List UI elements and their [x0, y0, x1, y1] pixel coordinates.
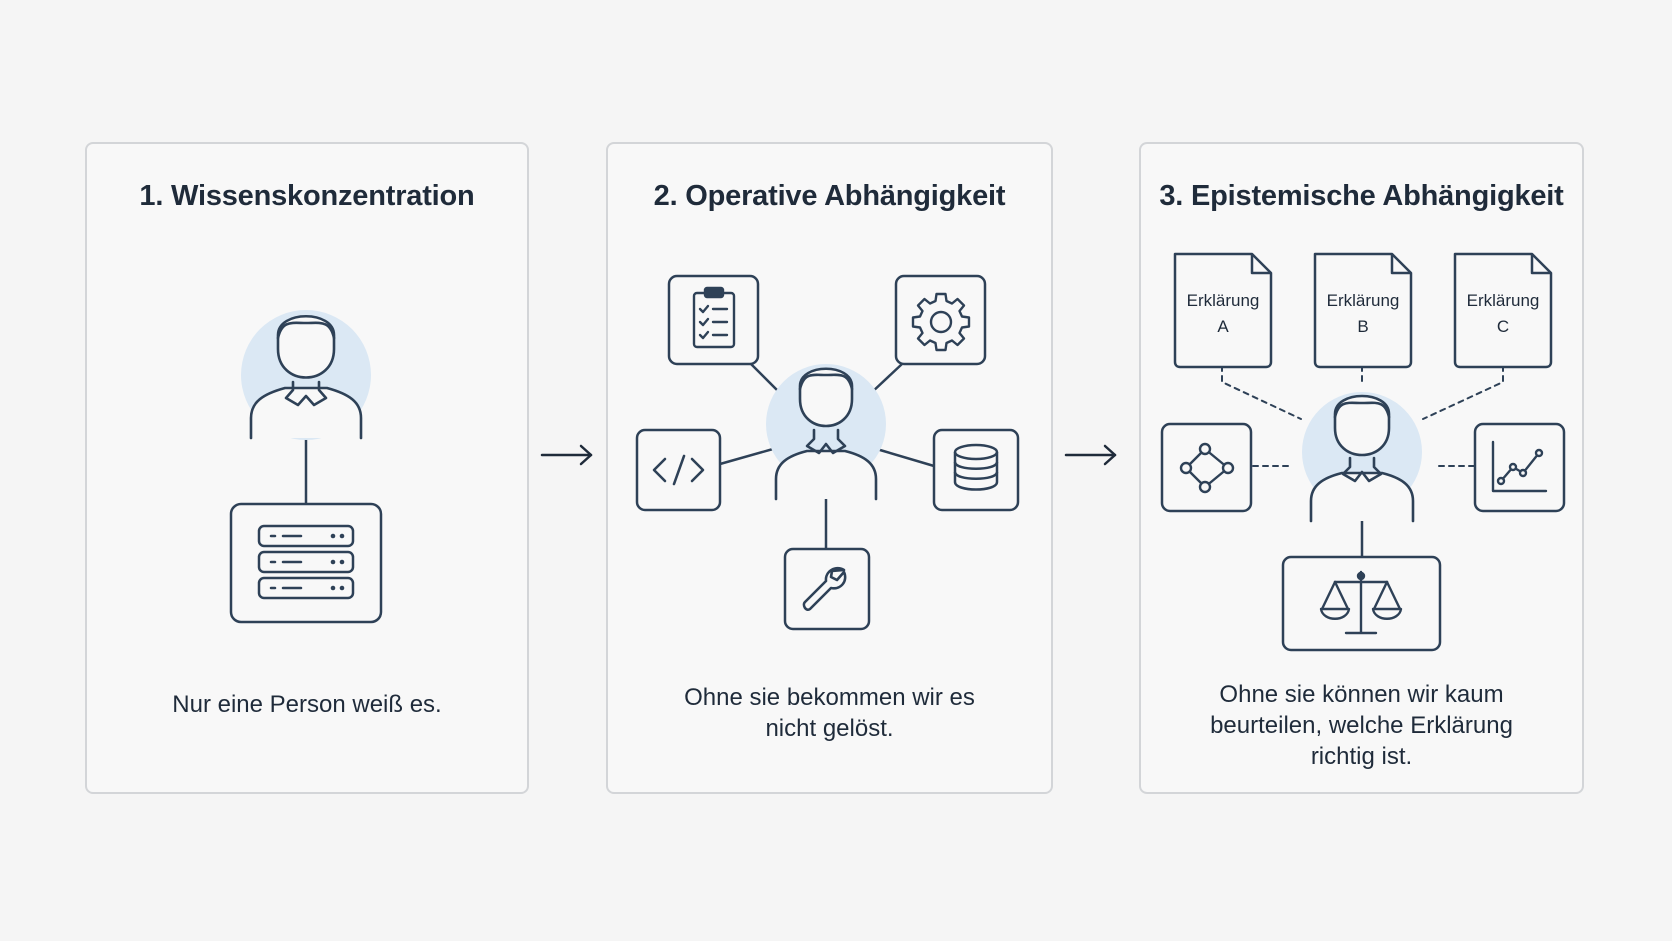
panel-title: 2. Operative Abhängigkeit	[653, 180, 1006, 212]
document-label: A	[1217, 317, 1229, 336]
panel-operative-dependency: 2. Operative Abhängigkeit	[606, 142, 1053, 794]
panel-title: 3. Epistemische Abhängigkeit	[1159, 180, 1564, 212]
gear-icon	[894, 274, 987, 366]
caption-line: richtig ist.	[1310, 743, 1413, 770]
clipboard-checklist-icon	[667, 274, 760, 366]
connector-line	[1221, 365, 1302, 420]
connector-line	[718, 447, 775, 466]
document-label: B	[1357, 317, 1368, 336]
panel-caption: Nur eine Person weiß es.	[107, 689, 507, 720]
arrow-right-icon	[1064, 444, 1117, 466]
document-icon: Erklärung C	[1453, 252, 1553, 369]
person-icon	[766, 364, 886, 501]
connector-line	[878, 448, 936, 468]
line-chart-icon	[1473, 422, 1566, 513]
panel-epistemic-dependency: 3. Epistemische Abhängigkeit Erklärung A…	[1139, 142, 1584, 794]
panel-caption: Ohne sie bekommen wir es nicht gelöst.	[628, 682, 1031, 744]
document-label: Erklärung	[1327, 291, 1400, 310]
caption-line: Ohne sie können wir kaum	[1219, 681, 1504, 708]
panel-caption: Ohne sie können wir kaum beurteilen, wel…	[1161, 679, 1562, 772]
wrench-icon	[783, 547, 871, 631]
panel-illustration: Erklärung A Erklärung B Erklärung C	[1160, 252, 1566, 652]
network-graph-icon	[1160, 422, 1253, 513]
document-icon: Erklärung B	[1313, 252, 1413, 369]
connector-line	[1422, 365, 1504, 420]
connector-line	[868, 362, 904, 396]
database-icon	[932, 428, 1020, 512]
person-icon	[1302, 392, 1422, 523]
server-icon	[229, 502, 383, 624]
document-label: Erklärung	[1467, 291, 1540, 310]
panel-knowledge-concentration: 1. Wissenskonzentration	[85, 142, 529, 794]
person-icon	[241, 310, 371, 440]
panel-illustration	[229, 310, 383, 624]
arrow-right-icon	[540, 444, 593, 466]
code-icon	[635, 428, 722, 512]
caption-line: Ohne sie bekommen wir es	[684, 684, 975, 711]
document-label: C	[1497, 317, 1509, 336]
panel-illustration	[635, 274, 1020, 631]
panel-title: 1. Wissenskonzentration	[139, 180, 475, 212]
scales-icon	[1281, 555, 1442, 652]
caption-line: Nur eine Person weiß es.	[172, 691, 442, 718]
caption-line: nicht gelöst.	[765, 715, 894, 742]
caption-line: beurteilen, welche Erklärung	[1210, 712, 1513, 739]
document-icon: Erklärung A	[1173, 252, 1273, 369]
document-label: Erklärung	[1187, 291, 1260, 310]
